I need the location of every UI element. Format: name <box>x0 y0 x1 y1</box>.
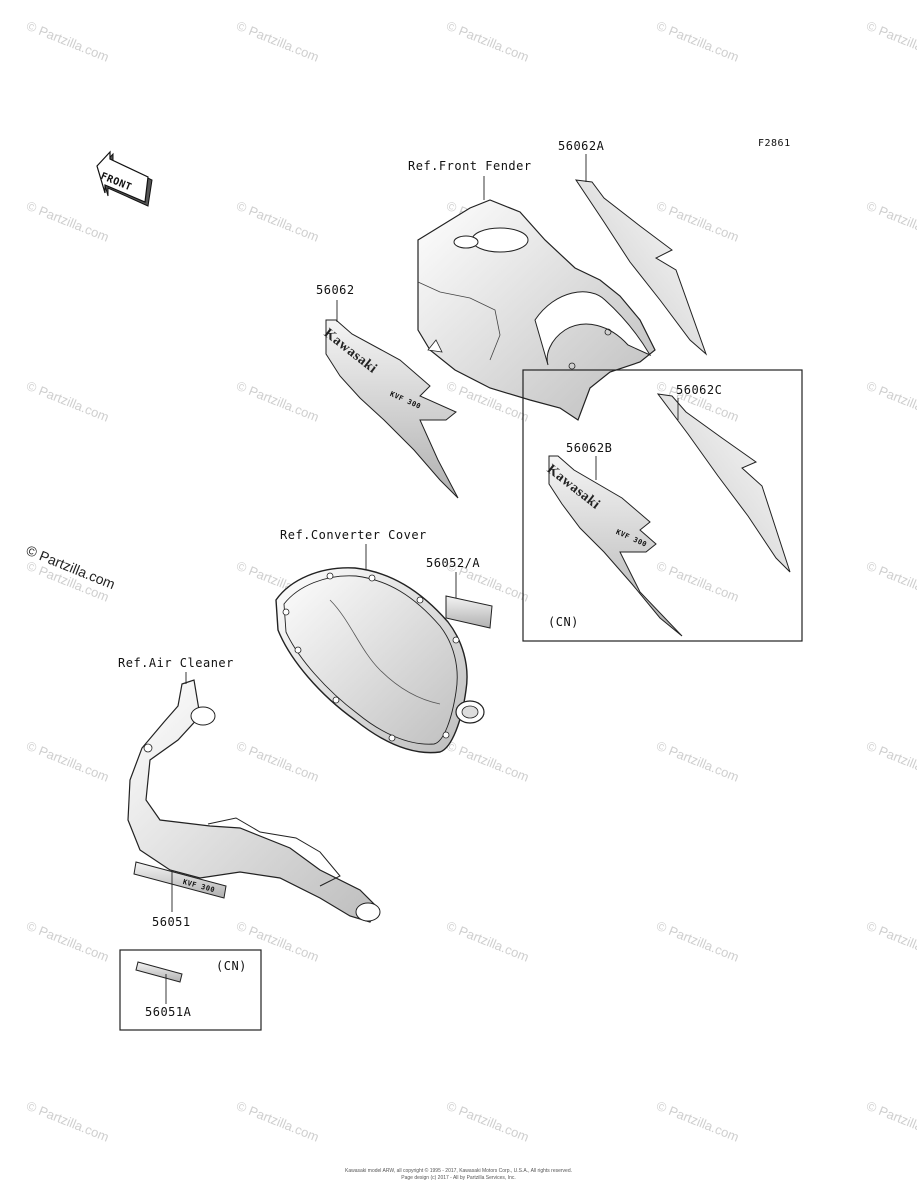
decal-56062A-drawing <box>574 179 708 356</box>
footer-copyright-line1: Kawasaki model ARW, all copyright © 1995… <box>344 1168 573 1174</box>
converter-cover-drawing <box>275 567 485 754</box>
decal-56062-drawing <box>325 319 459 499</box>
air-cleaner-duct-drawing <box>127 679 381 923</box>
label-56052A-drawing <box>445 595 493 629</box>
part-56051-label[interactable]: 56051 <box>152 915 191 929</box>
part-56051A-label[interactable]: 56051A <box>145 1005 192 1019</box>
part-56062A-label[interactable]: 56062A <box>558 139 605 153</box>
leader-lines <box>165 154 679 1004</box>
decal-56062B-drawing <box>548 455 683 637</box>
decal-56062C-drawing <box>656 393 791 573</box>
cn-box-left <box>119 949 262 1031</box>
footer-copyright-line2: Page design (c) 2017 - All by Partzilla … <box>401 1175 516 1181</box>
cn-box-right <box>522 369 803 642</box>
ref-air-cleaner-label: Ref.Air Cleaner <box>118 656 234 670</box>
decal-56051-drawing <box>133 861 227 899</box>
part-56062B-label[interactable]: 56062B <box>566 441 613 455</box>
part-56052A-label[interactable]: 56052/A <box>426 556 481 570</box>
ref-converter-cover-label: Ref.Converter Cover <box>280 528 427 542</box>
front-fender-drawing <box>417 199 656 421</box>
cn-label-left: (CN) <box>216 959 247 973</box>
ref-front-fender-label: Ref.Front Fender <box>408 159 532 173</box>
cn-label-right: (CN) <box>548 615 579 629</box>
decal-56051A-drawing <box>135 961 183 983</box>
figure-code: F2861 <box>758 138 791 149</box>
front-arrow-icon <box>96 150 153 207</box>
part-56062-label[interactable]: 56062 <box>316 283 355 297</box>
part-56062C-label[interactable]: 56062C <box>676 383 723 397</box>
